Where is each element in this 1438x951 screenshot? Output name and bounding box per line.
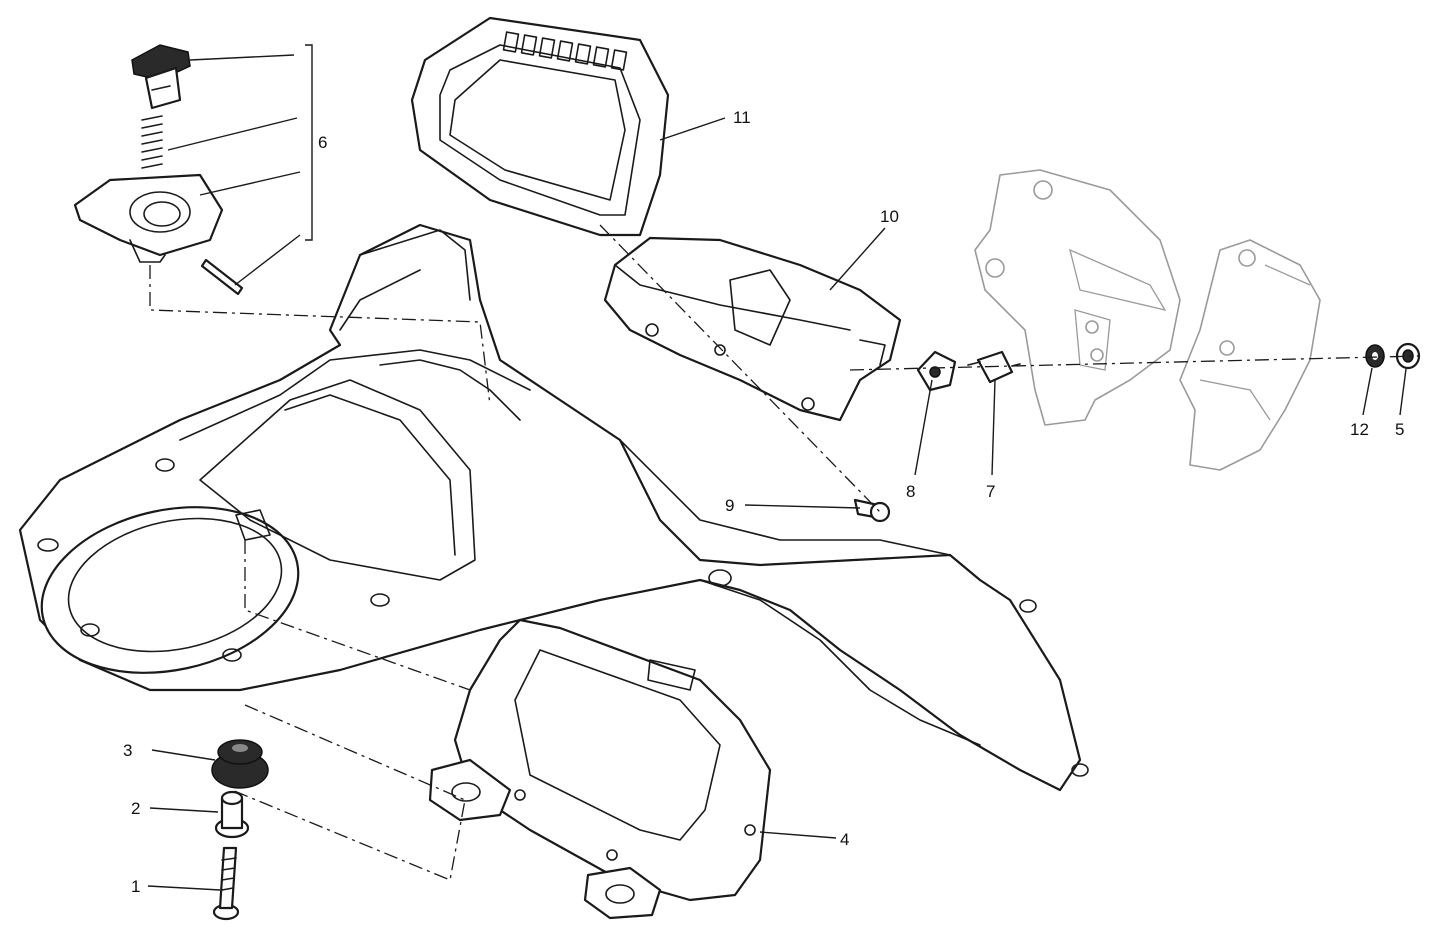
- main-fairing-housing: [18, 223, 1089, 792]
- instrument-support-part-10: [603, 236, 902, 422]
- callout-9: 9: [725, 496, 734, 515]
- leader-lines: [147, 54, 1407, 891]
- callout-11: 11: [733, 108, 751, 127]
- clip-nut-part-8: [916, 350, 957, 392]
- indicator-slots: [502, 31, 628, 71]
- callout-3: 3: [123, 741, 132, 760]
- callout-10: 10: [880, 207, 899, 226]
- callout-12: 12: [1350, 420, 1369, 439]
- ghost-bracket-left: [974, 169, 1181, 426]
- screw-part-9: [853, 498, 891, 523]
- ghost-bracket-right: [1179, 239, 1321, 471]
- instrument-cover-part-11: [410, 16, 670, 237]
- instrument-panel-part-4: [428, 618, 772, 920]
- lock-assembly-part-6: [73, 44, 244, 296]
- callout-5: 5: [1395, 420, 1404, 439]
- callout-2: 2: [131, 799, 140, 818]
- washer-part-12: [1365, 344, 1385, 368]
- group-bracket-6: [305, 44, 313, 241]
- callout-8: 8: [906, 482, 915, 501]
- callout-7: 7: [986, 482, 995, 501]
- rubber-grommet-part-3: [211, 739, 269, 789]
- nut-part-5: [1395, 342, 1421, 370]
- callout-6: 6: [318, 133, 327, 152]
- screw-part-1: [212, 846, 240, 921]
- assembly-axes: [149, 224, 1421, 881]
- callout-4: 4: [840, 830, 849, 849]
- callout-1: 1: [131, 877, 140, 896]
- spacer-bushing-part-2: [214, 790, 250, 839]
